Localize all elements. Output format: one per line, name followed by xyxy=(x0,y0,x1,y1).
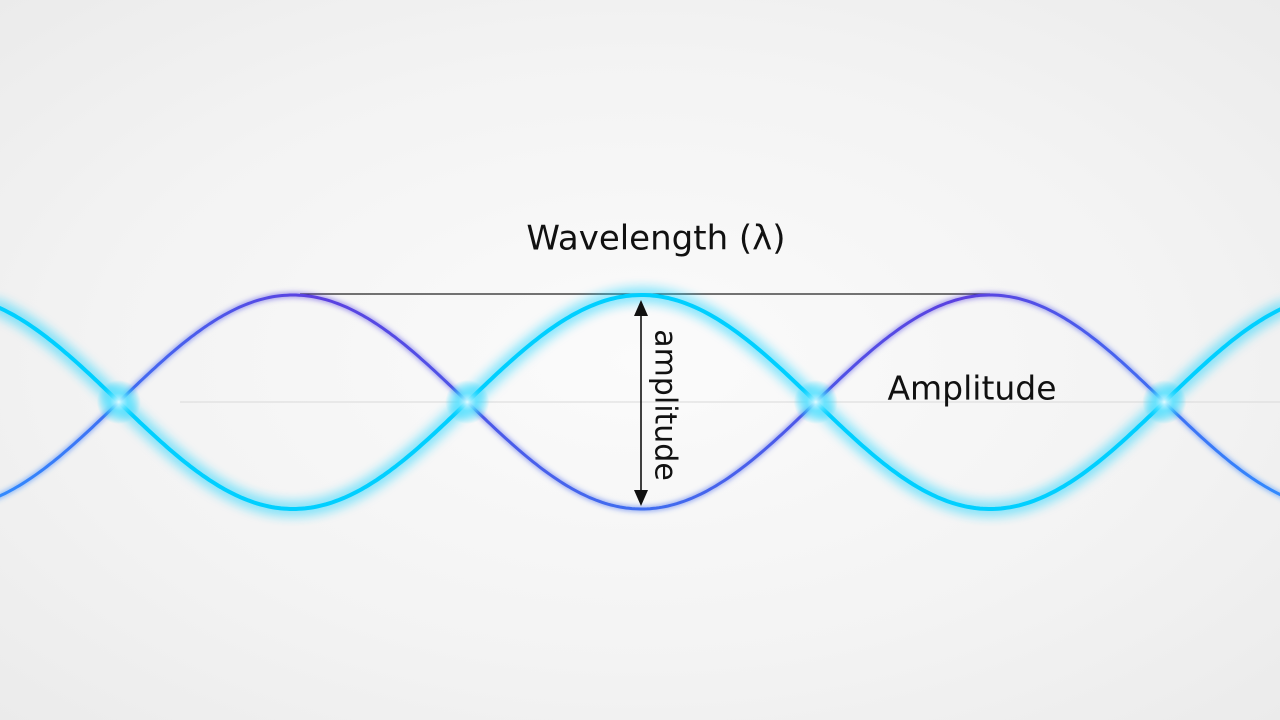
wave-nodes xyxy=(96,380,1187,424)
wave-b-curve xyxy=(0,293,1280,511)
wave-node-glow xyxy=(793,380,838,424)
amplitude-vertical-label: amplitude xyxy=(648,329,683,481)
wave-a-curve xyxy=(0,293,1280,511)
wave-node-glow xyxy=(445,380,490,424)
wavelength-label: Wavelength (λ) xyxy=(526,219,785,259)
wave-node-glow xyxy=(96,380,141,424)
amplitude-label: Amplitude xyxy=(887,369,1056,408)
amplitude-arrow xyxy=(634,300,648,506)
wave-node-glow xyxy=(1142,380,1187,424)
